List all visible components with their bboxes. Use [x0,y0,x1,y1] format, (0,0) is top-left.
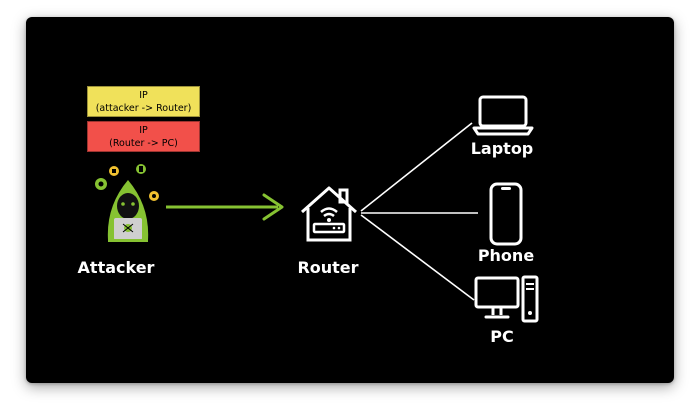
phone-icon [489,182,523,246]
pc-label: PC [490,327,514,346]
pc-icon [474,275,539,323]
packet-outer-header: IP (attacker -> Router) [87,86,200,117]
laptop-icon [472,95,534,136]
link-router-pc [360,214,475,301]
hacker-icon [95,164,159,242]
link-router-laptop [360,122,473,212]
attacker-label: Attacker [77,258,155,277]
packet-outer-title: IP [139,89,148,101]
phone-label: Phone [477,246,535,265]
connection-lines [166,122,478,301]
router-label: Router [297,258,359,277]
packet-inner-title: IP [139,124,148,136]
router-icon [301,186,357,242]
laptop-label: Laptop [470,139,534,158]
packet-outer-route: (attacker -> Router) [95,102,192,114]
attack-arrow [166,193,284,221]
diagram-canvas: IP (attacker -> Router) IP (Router -> PC… [26,17,674,383]
packet-inner-header: IP (Router -> PC) [87,121,200,152]
packet-inner-route: (Router -> PC) [109,137,178,149]
